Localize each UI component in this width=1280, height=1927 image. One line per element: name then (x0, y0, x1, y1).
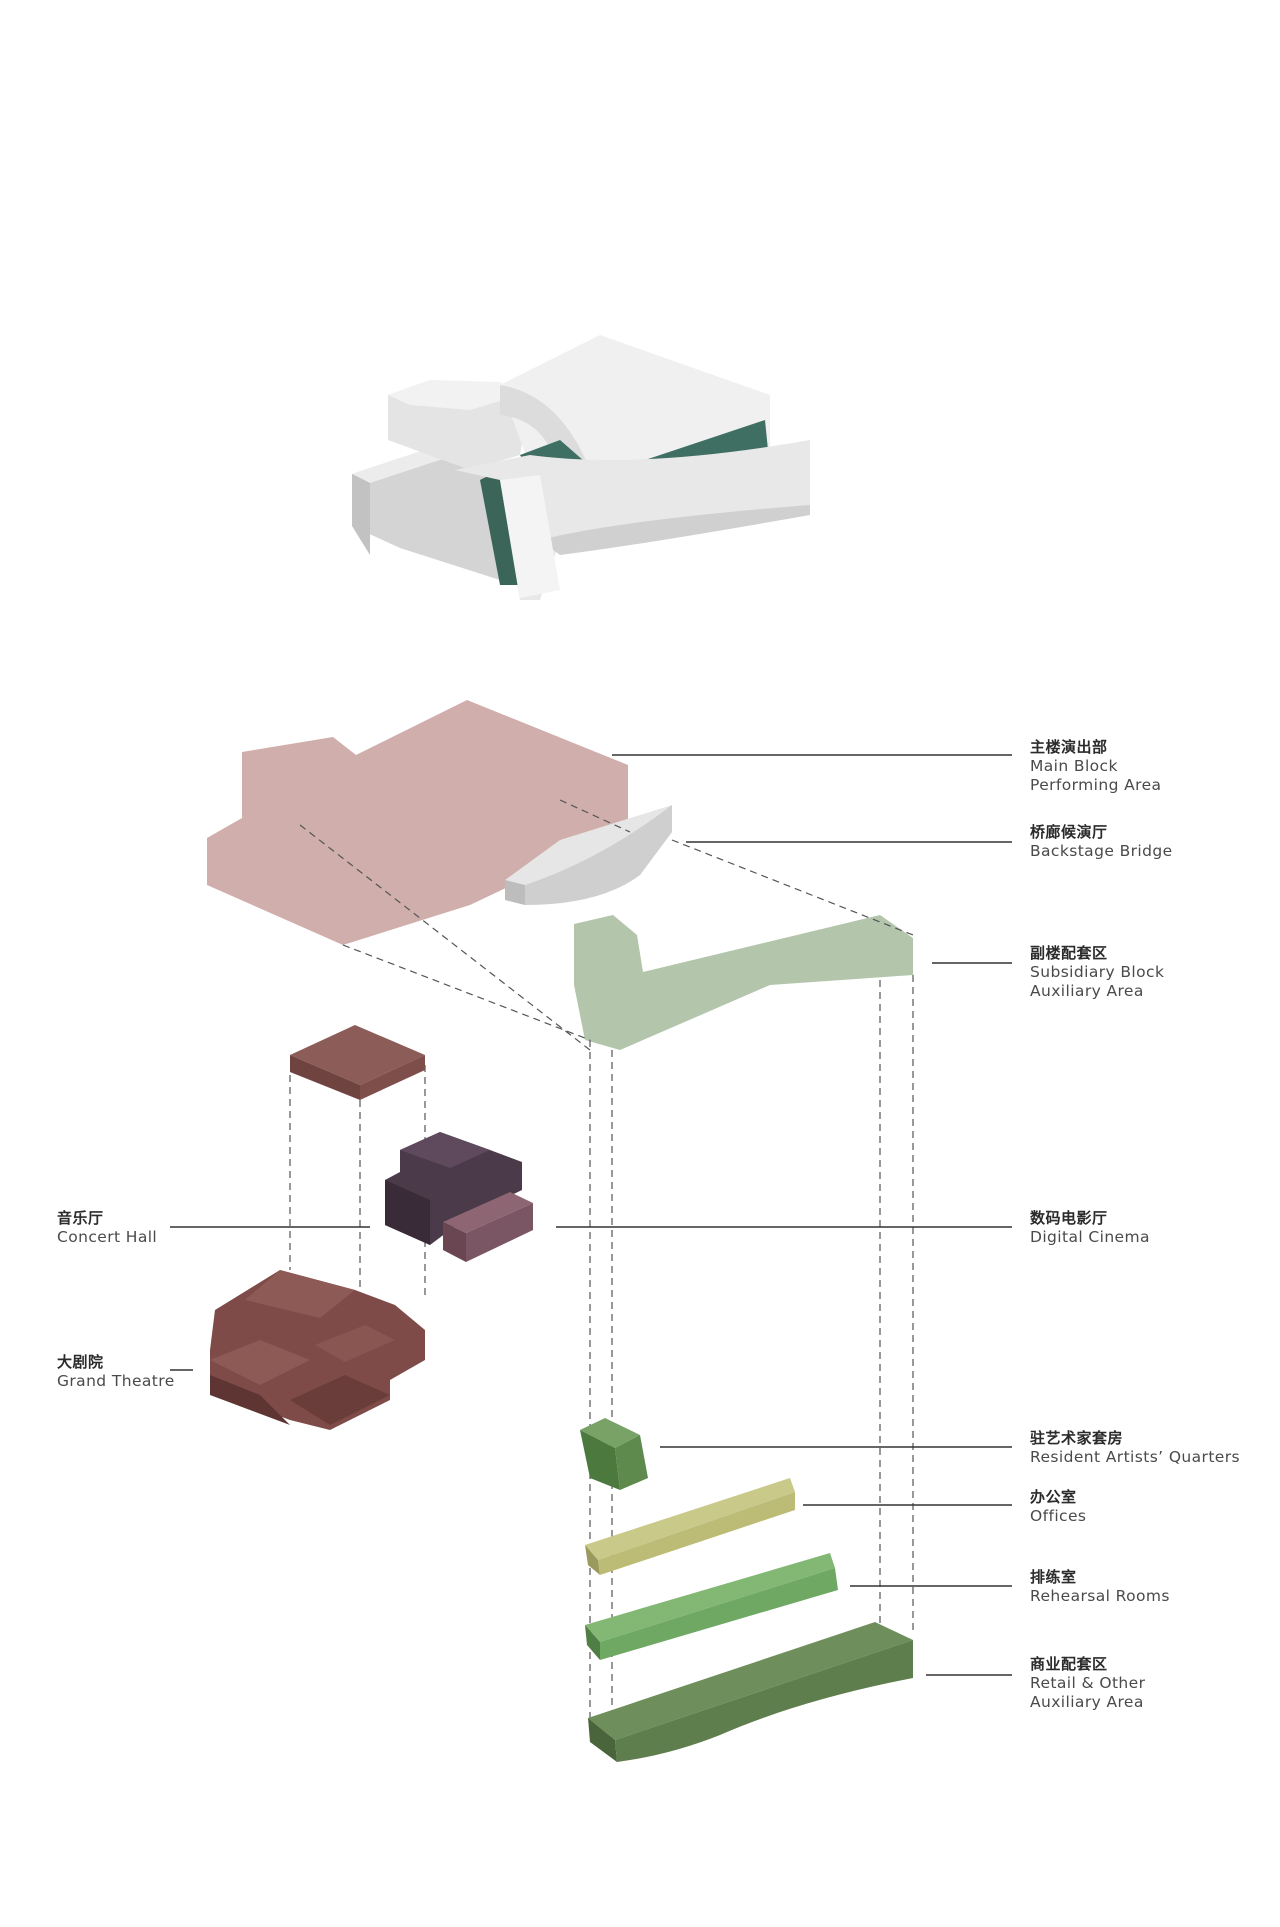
resident-artists-volume (580, 1418, 648, 1490)
theatre-roof-volume (290, 1025, 425, 1100)
label-backstage-bridge: 桥廊候演厅 Backstage Bridge (1030, 823, 1173, 860)
rehearsal-volume (585, 1553, 838, 1660)
label-digital-cinema: 数码电影厅 Digital Cinema (1030, 1209, 1150, 1246)
label-offices: 办公室 Offices (1030, 1488, 1087, 1525)
label-rehearsal-rooms: 排练室 Rehearsal Rooms (1030, 1568, 1170, 1605)
label-retail: 商业配套区 Retail & Other Auxiliary Area (1030, 1655, 1146, 1711)
main-block-plate (207, 700, 628, 945)
retail-volume (588, 1622, 913, 1762)
offices-volume (585, 1478, 795, 1575)
grand-theatre-volume (210, 1270, 425, 1430)
label-resident-artists: 驻艺术家套房 Resident Artists’ Quarters (1030, 1429, 1240, 1466)
label-subsidiary-block: 副楼配套区 Subsidiary Block Auxiliary Area (1030, 944, 1165, 1000)
leader-lines (170, 754, 1012, 1676)
subsidiary-block-plate (574, 915, 913, 1050)
digital-cinema-volume (443, 1192, 533, 1262)
label-main-block: 主楼演出部 Main Block Performing Area (1030, 738, 1162, 794)
label-grand-theatre: 大剧院 Grand Theatre (57, 1353, 175, 1390)
concert-hall-volume (385, 1132, 522, 1245)
label-concert-hall: 音乐厅 Concert Hall (57, 1209, 158, 1246)
building-massing (352, 335, 810, 600)
backstage-bridge (505, 805, 672, 905)
